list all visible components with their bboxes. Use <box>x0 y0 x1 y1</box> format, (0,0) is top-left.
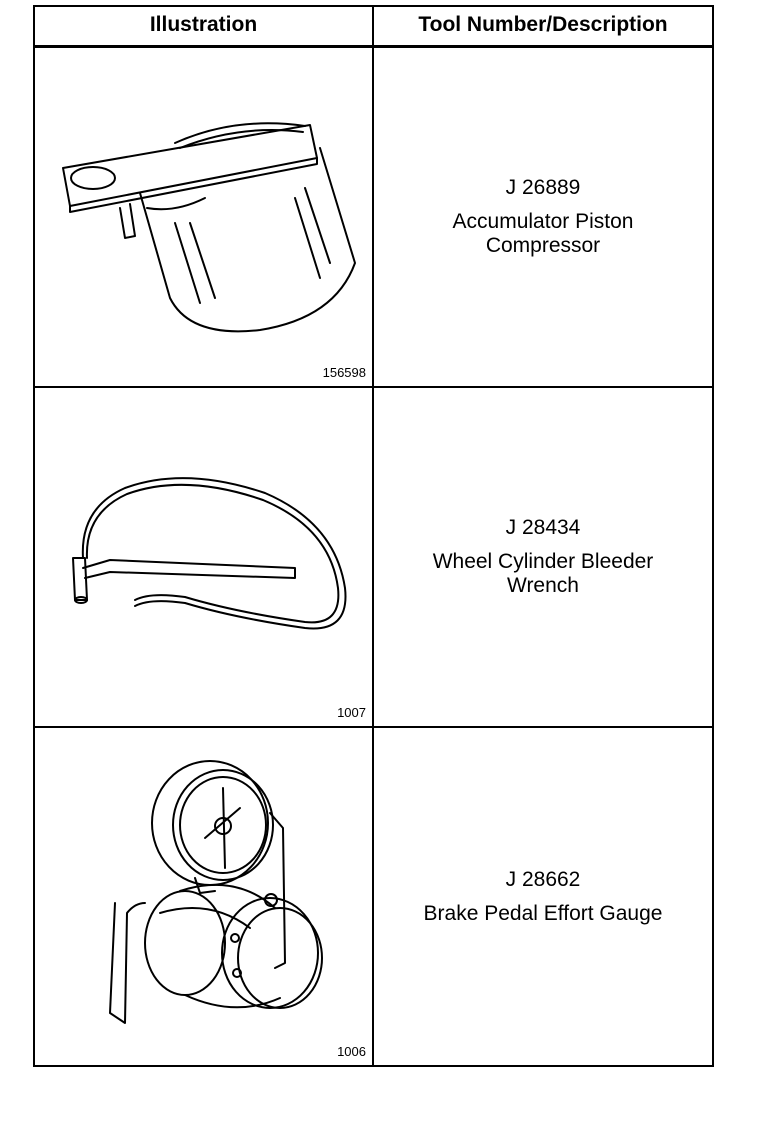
column-divider <box>372 7 374 1065</box>
illustration-cell: 156598 <box>35 48 372 386</box>
tool-description: Accumulator Piston Compressor <box>452 210 634 257</box>
description-cell: J 26889 Accumulator Piston Compressor <box>374 48 712 386</box>
tool-description: Brake Pedal Effort Gauge <box>423 901 663 925</box>
brake-pedal-effort-gauge-drawing <box>109 760 323 1024</box>
tool-table: Illustration Tool Number/Description <box>33 5 714 1067</box>
tool-number: J 28662 <box>505 867 581 891</box>
illustration-cell: 1006 <box>35 728 372 1065</box>
row-divider <box>35 386 712 388</box>
figure-number: 1006 <box>337 1044 366 1059</box>
table-row: 1007 J 28434 Wheel Cylinder Bleeder Wren… <box>35 388 712 726</box>
row-divider <box>35 726 712 728</box>
accumulator-piston-compressor-drawing <box>62 122 356 333</box>
figure-number: 1007 <box>337 705 366 720</box>
header-tool-description: Tool Number/Description <box>418 13 668 36</box>
description-cell: J 28434 Wheel Cylinder Bleeder Wrench <box>374 388 712 726</box>
figure-number: 156598 <box>322 365 366 380</box>
tool-number: J 28434 <box>505 516 581 539</box>
tool-number: J 26889 <box>505 176 581 199</box>
tool-description: Wheel Cylinder Bleeder Wrench <box>432 550 654 597</box>
table-row: 1006 J 28662 Brake Pedal Effort Gauge <box>35 728 712 1065</box>
bleeder-wrench-drawing <box>72 477 347 630</box>
header-illustration: Illustration <box>149 13 258 36</box>
table-row: 156598 J 26889 Accumulator Piston Compre… <box>35 48 712 386</box>
illustration-cell: 1007 <box>35 388 372 726</box>
description-cell: J 28662 Brake Pedal Effort Gauge <box>374 728 712 1065</box>
